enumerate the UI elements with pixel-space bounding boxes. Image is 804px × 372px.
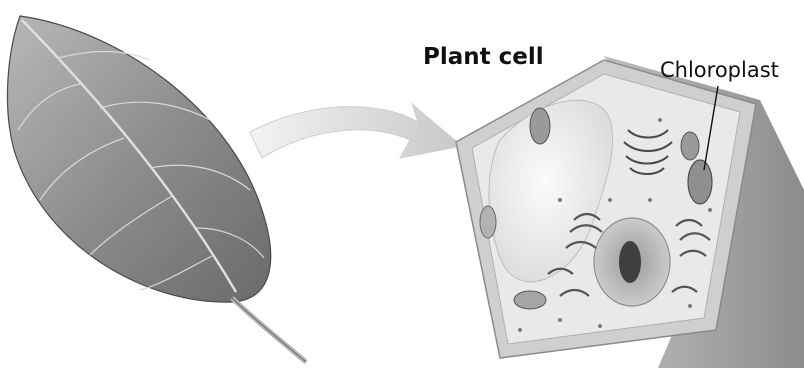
chloroplast xyxy=(681,132,699,160)
leaf-illustration xyxy=(7,16,306,362)
mitochondrion xyxy=(480,206,496,238)
chloroplast xyxy=(530,108,550,144)
leaf-blade xyxy=(7,16,270,302)
curved-arrow xyxy=(250,104,462,158)
chloroplast-label: Chloroplast xyxy=(660,58,779,82)
chloroplast xyxy=(688,160,712,204)
nucleolus xyxy=(619,241,641,283)
mitochondrion xyxy=(514,291,546,309)
plant-cell-illustration xyxy=(456,56,804,368)
plant-cell-title: Plant cell xyxy=(423,44,544,70)
